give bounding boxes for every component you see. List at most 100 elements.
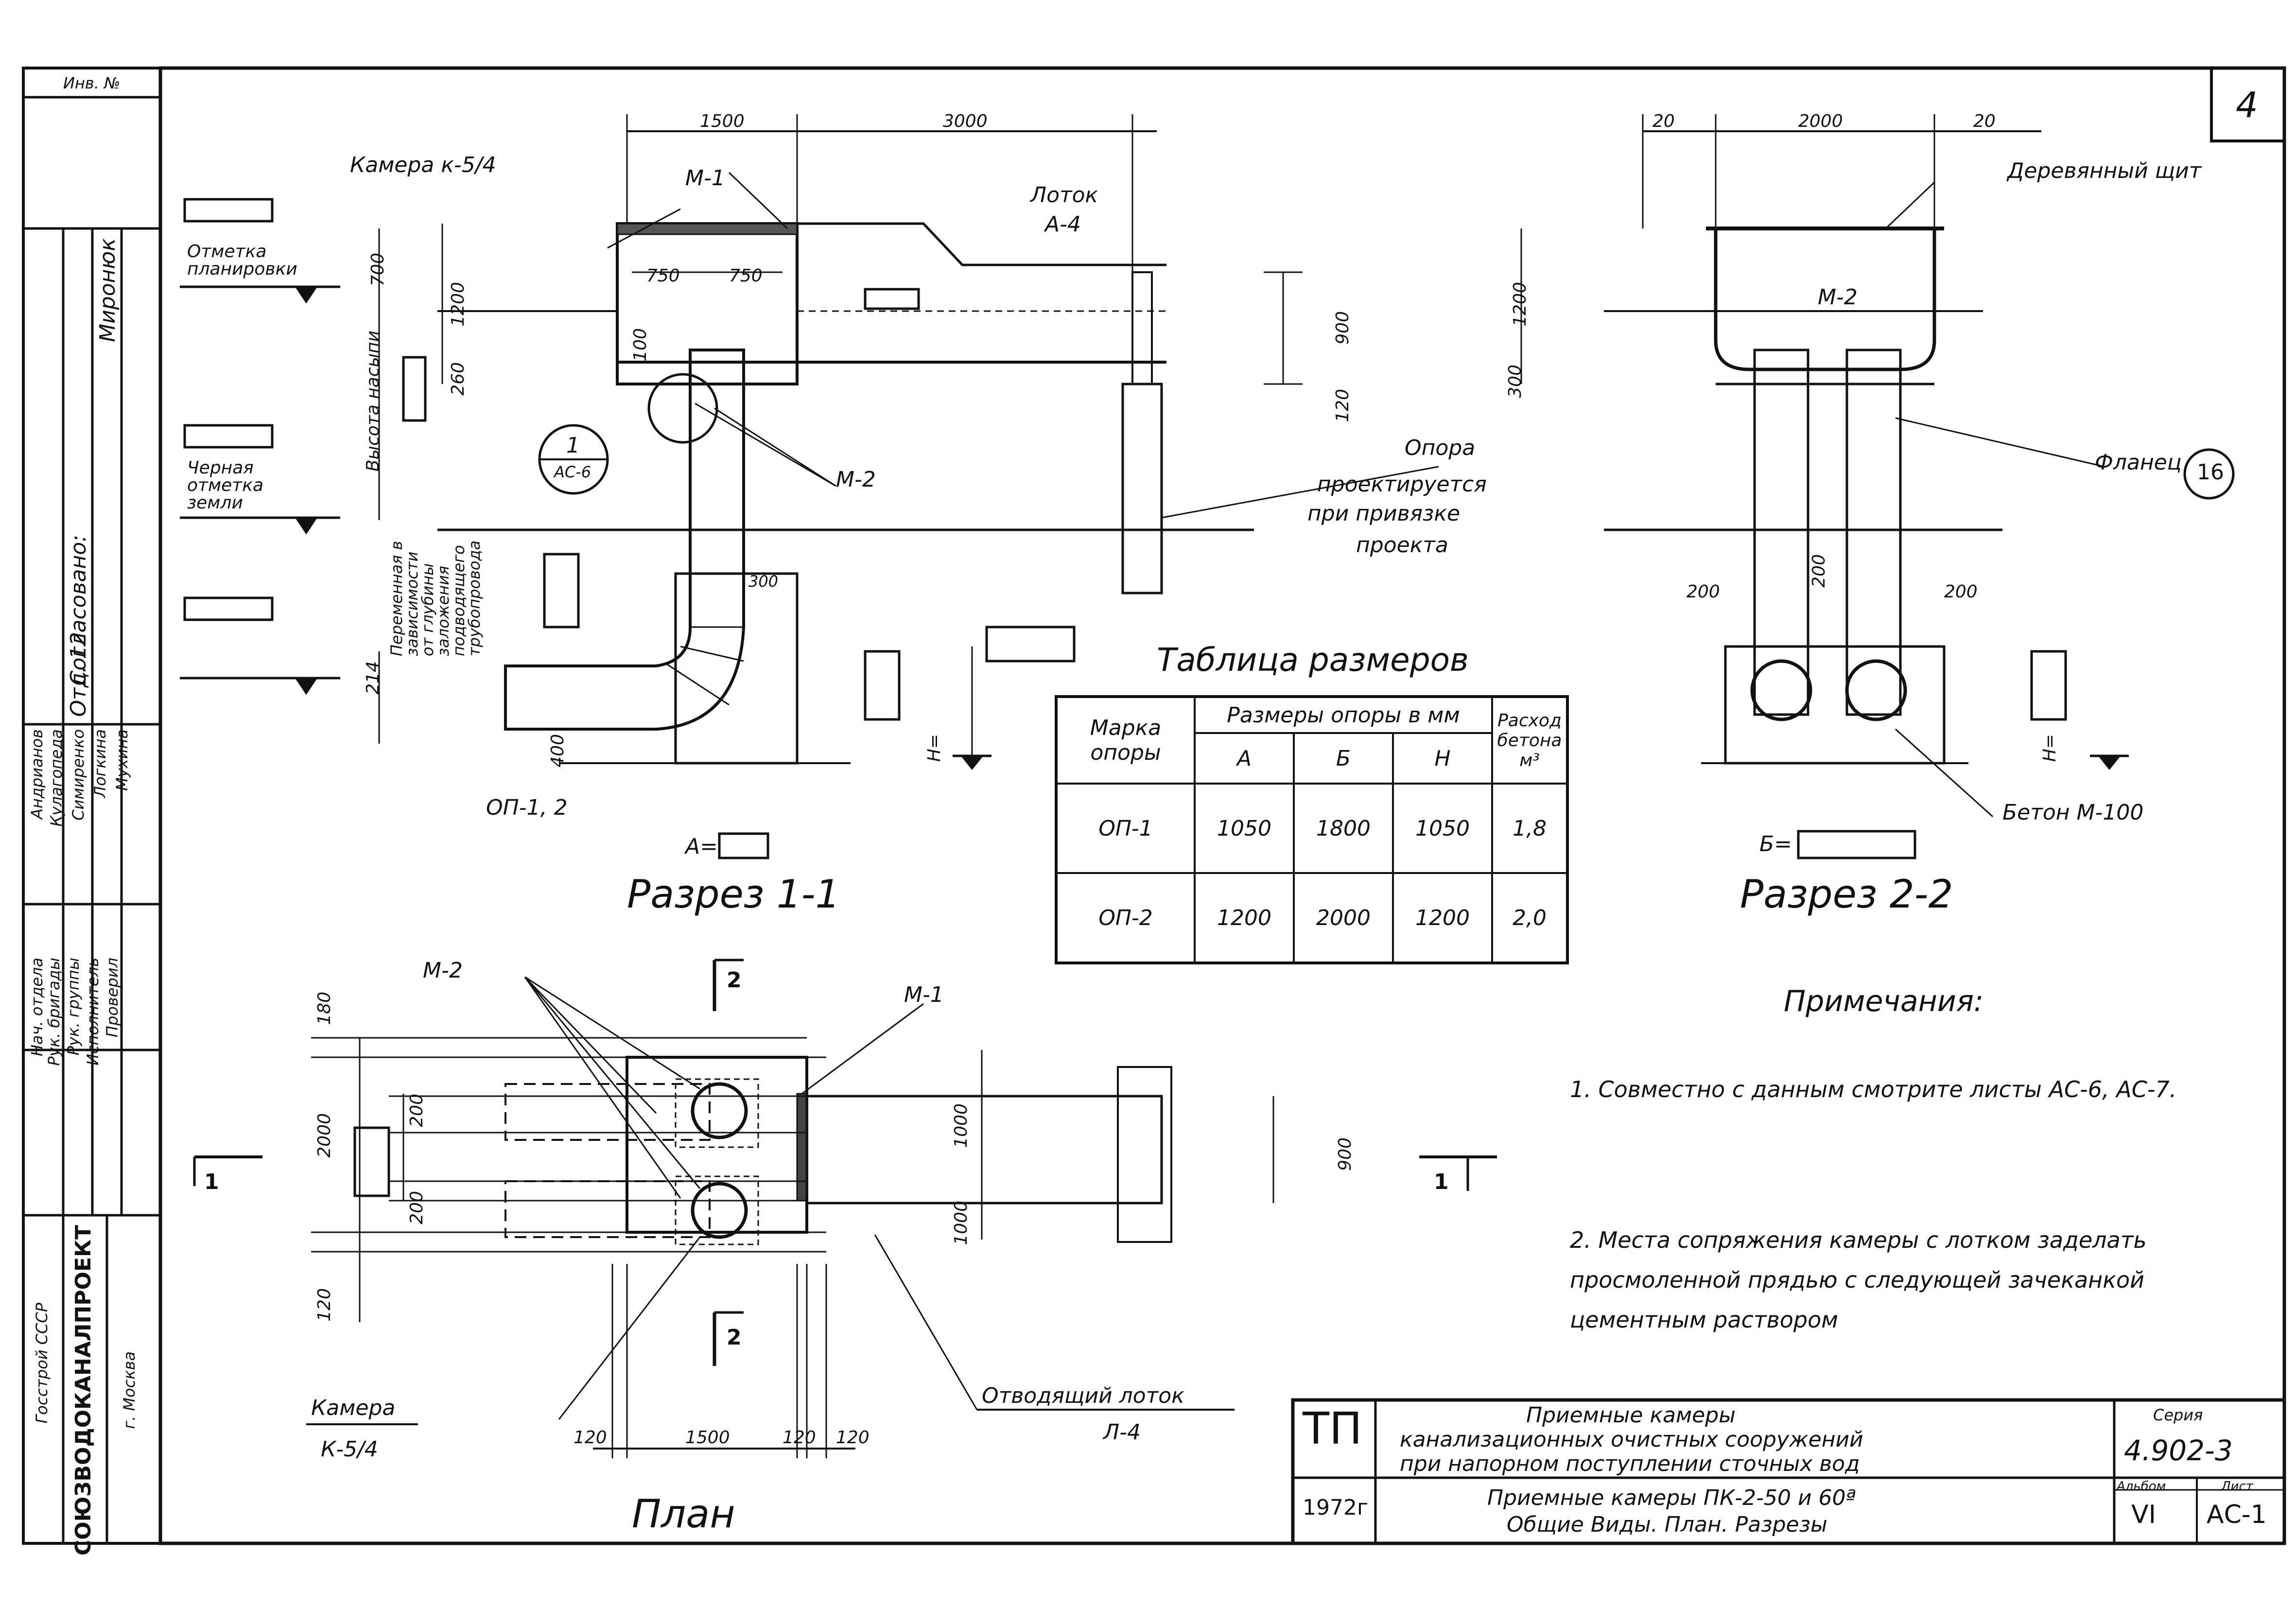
org-line-3: г. Москва	[120, 1351, 139, 1429]
dim-1500: 1500	[700, 111, 745, 131]
callout-num: 1	[566, 433, 580, 458]
plan-m1-label: М-1	[904, 982, 944, 1007]
dim-260: 260	[448, 362, 468, 396]
grade-mark: Отметка планировки	[187, 242, 297, 279]
col-mark-header: Марка опоры	[1055, 696, 1196, 785]
subtitle-line-2: Общие Виды. План. Разрезы	[1507, 1512, 1827, 1537]
chamber-label: Камера к-5/4	[350, 153, 496, 177]
plan-dim-1000a: 1000	[951, 1103, 971, 1148]
dim-200c: 200	[1944, 582, 1978, 602]
table-row: ОП-1 1050 1800 1050 1,8	[1055, 783, 1568, 874]
flange-num: 16	[2197, 460, 2224, 485]
dim-300-2-2: 300	[1505, 365, 1525, 398]
riser-pipe-1	[1753, 349, 1809, 716]
col-a-header: А	[1194, 732, 1295, 785]
dim-20b: 20	[1973, 111, 1996, 131]
cut-1-left: 1	[204, 1170, 219, 1194]
stamp-name-3: Логкина	[91, 729, 109, 798]
stamp-name-0: Андрианов	[28, 729, 46, 820]
col-h-header: Н	[1392, 732, 1493, 785]
stamp-name-4: Мухина	[113, 729, 131, 791]
support-note-1: Опора	[1405, 436, 1476, 460]
row-concrete: 2,0	[1491, 872, 1568, 964]
row-a: 1050	[1194, 783, 1295, 874]
inlet-pipe	[504, 349, 745, 731]
dim-750b: 750	[729, 266, 763, 286]
dim-3000: 3000	[943, 111, 988, 131]
dim-400: 400	[548, 734, 568, 768]
inventory-label: Инв. №	[63, 74, 121, 92]
album-label: Альбом	[2117, 1479, 2166, 1494]
support-note-3: при привязке	[1307, 501, 1461, 526]
subtitle-line-1: Приемные камеры ПК-2-50 и 60ª	[1487, 1486, 1856, 1510]
ground-mark: Черная отметка земли	[187, 458, 264, 513]
section-1-1-title: Разрез 1-1	[627, 872, 840, 917]
approved-dept: Отд. 12	[66, 632, 91, 717]
approved-signer: Миронюк	[95, 238, 120, 342]
plan-dim-120b: 120	[783, 1428, 816, 1448]
outlet-tray-mark: Л-4	[1103, 1420, 1141, 1445]
page-number: 4	[2236, 85, 2258, 125]
tray-label: Лоток	[1030, 183, 1098, 208]
row-a: 1200	[1194, 872, 1295, 964]
size-table: Марка опоры Размеры опоры в мм Расход бе…	[1055, 695, 1569, 964]
row-mark: ОП-2	[1055, 872, 1196, 964]
plan-dim-120-side: 120	[314, 1288, 334, 1322]
title-line-3: при напорном поступлении сточных вод	[1400, 1451, 1860, 1476]
plan-dim-180: 180	[314, 992, 334, 1025]
plan-pipe-2	[691, 1182, 748, 1239]
m1-label: М-1	[685, 166, 725, 191]
stamp-role-3: Исполнитель	[84, 958, 102, 1066]
dim-100: 100	[630, 328, 650, 362]
dim-214: 214	[363, 661, 383, 695]
row-h: 1200	[1392, 872, 1493, 964]
year: 1972г	[1303, 1495, 1369, 1520]
col-b-header: Б	[1293, 732, 1394, 785]
plan-dim-200b: 200	[407, 1191, 427, 1224]
m2-label-2-2: М-2	[1818, 285, 1858, 310]
org-line-1: Госстрой СССР	[33, 1303, 51, 1424]
stamp-name-2: Симиренко	[69, 729, 87, 821]
fill-height-label: Высота насыпи	[363, 331, 383, 472]
dim-2000-2-2: 2000	[1798, 111, 1843, 131]
dim-20a: 20	[1652, 111, 1675, 131]
plan-pipe-1	[691, 1082, 748, 1139]
chamber-2-2-section	[1714, 228, 1936, 371]
stamp-role-2: Рук. группы	[64, 958, 83, 1056]
support-note-4: проекта	[1356, 533, 1448, 558]
outlet-tray-label: Отводящий лоток	[982, 1383, 1184, 1408]
plan-dim-1500: 1500	[685, 1428, 730, 1448]
row-h: 1050	[1392, 783, 1493, 874]
concrete-label: Бетон М-100	[2002, 800, 2144, 825]
title-line-2: канализационных очистных сооружений	[1400, 1427, 1863, 1452]
dim-200b: 200	[1809, 554, 1829, 588]
support-note-2: проектируется	[1317, 472, 1487, 497]
b-eq: Б=	[1759, 832, 1792, 856]
cut-1-right: 1	[1434, 1170, 1449, 1194]
dim-120: 120	[1333, 389, 1353, 422]
plan-dim-2000: 2000	[314, 1113, 334, 1158]
h-eq-1-1: Н=	[924, 734, 944, 762]
dim-200a: 200	[1687, 582, 1720, 602]
support-post	[1121, 383, 1163, 594]
variable-note: Переменная в зависимости от глубины зало…	[387, 540, 484, 656]
plan-m2-label: М-2	[423, 958, 463, 983]
row-b: 1800	[1293, 783, 1394, 874]
m2-label-1-1: М-2	[836, 467, 876, 492]
plan-dim-200a: 200	[407, 1094, 427, 1127]
plan-dim-900: 900	[1335, 1137, 1355, 1171]
album-value: VI	[2131, 1500, 2156, 1529]
sheet-value: АС-1	[2207, 1500, 2267, 1529]
dim-700: 700	[368, 253, 388, 286]
riser-pipe-2	[1845, 349, 1902, 716]
dim-1200-2-2: 1200	[1510, 282, 1530, 327]
row-concrete: 1,8	[1491, 783, 1568, 874]
concrete-base-2-2	[1724, 645, 1946, 765]
dim-750a: 750	[646, 266, 680, 286]
callout-sheet: АС-6	[554, 463, 591, 481]
plan-title: План	[632, 1491, 735, 1537]
plan-outlet-tray	[805, 1095, 1163, 1205]
stamp-role-0: Нач. отдела	[28, 958, 46, 1057]
